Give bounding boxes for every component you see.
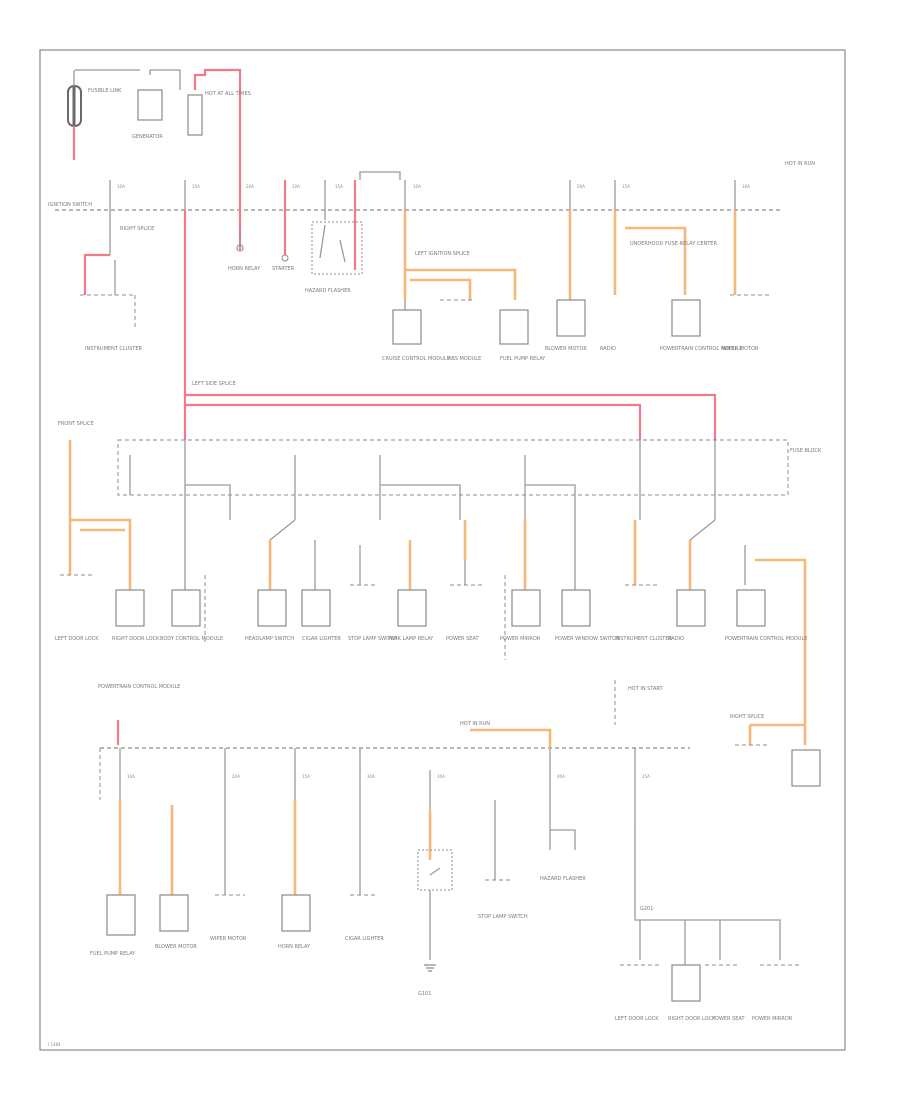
middle-component-row: BODY CONTROL MODULE HEADLAMP SWITCH CIGA… [160,519,807,745]
svg-text:FUEL PUMP RELAY: FUEL PUMP RELAY [500,356,546,362]
middle-left-group: FRONT SPLICE LEFT DOOR LOCK RIGHT DOOR L… [55,421,160,642]
svg-text:HORN RELAY: HORN RELAY [228,266,261,272]
svg-text:POWER WINDOW SWITCH: POWER WINDOW SWITCH [555,636,619,642]
fuse-block-box [117,439,789,496]
svg-text:G101: G101 [418,991,431,997]
svg-text:FUSE BLOCK: FUSE BLOCK [790,448,822,454]
svg-text:CIGAR LIGHTER: CIGAR LIGHTER [302,636,341,642]
svg-text:FUEL PUMP RELAY: FUEL PUMP RELAY [90,951,136,957]
svg-text:10A: 10A [292,184,300,189]
fusible-link-label: FUSIBLE LINK [88,88,122,94]
left-ign-splice-group: LEFT IGNITION SPLICE CRUISE CONTROL MODU… [382,210,546,362]
svg-text:POWER MIRROR: POWER MIRROR [752,1016,793,1022]
lower-fuse-drops: 10A 20A 15A 30A 10A 40A 15A [119,748,650,820]
svg-text:HORN RELAY: HORN RELAY [278,944,311,950]
svg-text:RADIO: RADIO [600,346,616,352]
svg-text:G201: G201 [640,906,653,912]
right-top-group: BLOWER MOTOR UNDERHOOD FUSE-RELAY CENTER… [545,161,815,352]
top-small-components: HORN RELAY STARTER HAZARD FLASHER [228,221,363,294]
svg-text:BODY CONTROL MODULE: BODY CONTROL MODULE [160,636,223,642]
diagram-border [39,49,846,1051]
svg-text:LEFT IGNITION SPLICE: LEFT IGNITION SPLICE [415,251,470,257]
hot-at-all-label: HOT AT ALL TIMES [205,91,251,97]
svg-text:HAZARD FLASHER: HAZARD FLASHER [305,288,351,294]
svg-text:FRONT SPLICE: FRONT SPLICE [58,421,94,427]
svg-text:20A: 20A [577,184,585,189]
svg-text:15A: 15A [642,774,650,779]
svg-text:40A: 40A [557,774,565,779]
red-main-feed: LEFT SIDE SPLICE [183,210,717,440]
top-fuse-drops [109,150,736,270]
svg-text:10A: 10A [127,774,135,779]
svg-text:10A: 10A [437,774,445,779]
svg-text:HAZARD FLASHER: HAZARD FLASHER [540,876,586,882]
svg-text:STARTER: STARTER [272,266,295,272]
svg-text:15A: 15A [335,184,343,189]
cluster-label: INSTRUMENT CLUSTER [85,346,143,352]
svg-text:LEFT DOOR LOCK: LEFT DOOR LOCK [55,636,99,642]
svg-text:RADIO: RADIO [668,636,684,642]
svg-text:POWERTRAIN CONTROL MODULE: POWERTRAIN CONTROL MODULE [98,684,180,690]
svg-text:10A: 10A [742,184,750,189]
battery-group: FUSIBLE LINK [67,69,140,160]
svg-text:ABS MODULE: ABS MODULE [448,356,481,362]
svg-text:PARK LAMP RELAY: PARK LAMP RELAY [388,636,434,642]
generator-group: GENERATOR HOT AT ALL TIMES [132,68,251,150]
lower-component-row: FUEL PUMP RELAY BLOWER MOTOR WIPER MOTOR… [90,800,800,1022]
generator-label: GENERATOR [132,134,163,140]
svg-text:RIGHT SPLICE: RIGHT SPLICE [120,226,154,232]
middle-fuse-drops [129,440,716,520]
svg-text:20A: 20A [232,774,240,779]
svg-text:15A: 15A [622,184,630,189]
svg-text:10A: 10A [117,184,125,189]
svg-text:HOT IN START: HOT IN START [628,686,664,692]
svg-text:10A: 10A [413,184,421,189]
svg-text:HOT IN RUN: HOT IN RUN [785,161,815,167]
svg-text:15A: 15A [302,774,310,779]
svg-text:CIGAR LIGHTER: CIGAR LIGHTER [345,936,384,942]
svg-text:HEADLAMP SWITCH: HEADLAMP SWITCH [245,636,294,642]
svg-text:RIGHT DOOR LOCK: RIGHT DOOR LOCK [668,1016,716,1022]
svg-text:RIGHT SPLICE: RIGHT SPLICE [730,714,764,720]
svg-text:BLOWER MOTOR: BLOWER MOTOR [155,944,197,950]
svg-text:CRUISE CONTROL MODULE: CRUISE CONTROL MODULE [382,356,450,362]
svg-text:WIPER MOTOR: WIPER MOTOR [722,346,759,352]
svg-text:STOP LAMP SWITCH: STOP LAMP SWITCH [478,914,528,920]
svg-text:POWER SEAT: POWER SEAT [712,1016,745,1022]
svg-text:STOP LAMP SWITCH: STOP LAMP SWITCH [348,636,398,642]
top-fuse-row: 10A 15A 20A 10A 15A 10A 20A 15A 10A [117,184,750,189]
svg-text:UNDERHOOD FUSE-RELAY CENTER: UNDERHOOD FUSE-RELAY CENTER [630,241,717,247]
svg-text:POWERTRAIN CONTROL MODULE: POWERTRAIN CONTROL MODULE [725,636,807,642]
svg-text:15A: 15A [192,184,200,189]
svg-text:LEFT DOOR LOCK: LEFT DOOR LOCK [615,1016,659,1022]
svg-text:WIPER MOTOR: WIPER MOTOR [210,936,247,942]
ign-switch-label: IGNITION SWITCH [48,202,92,208]
svg-text:BLOWER MOTOR: BLOWER MOTOR [545,346,587,352]
footer-code: I 1484 [48,1042,61,1047]
svg-text:RIGHT DOOR LOCK: RIGHT DOOR LOCK [112,636,160,642]
svg-text:20A: 20A [246,184,254,189]
svg-text:POWERTRAIN CONTROL MODULE: POWERTRAIN CONTROL MODULE [660,346,742,352]
svg-text:HOT IN RUN: HOT IN RUN [460,721,490,727]
right-mid-annotations: HOT IN START RIGHT SPLICE [614,680,821,787]
svg-text:POWER MIRROR: POWER MIRROR [500,636,541,642]
cluster-group: INSTRUMENT CLUSTER RIGHT SPLICE [80,210,154,352]
svg-text:30A: 30A [367,774,375,779]
svg-text:INSTRUMENT CLUSTER: INSTRUMENT CLUSTER [615,636,673,642]
svg-text:POWER SEAT: POWER SEAT [446,636,479,642]
svg-text:LEFT SIDE SPLICE: LEFT SIDE SPLICE [192,381,236,387]
